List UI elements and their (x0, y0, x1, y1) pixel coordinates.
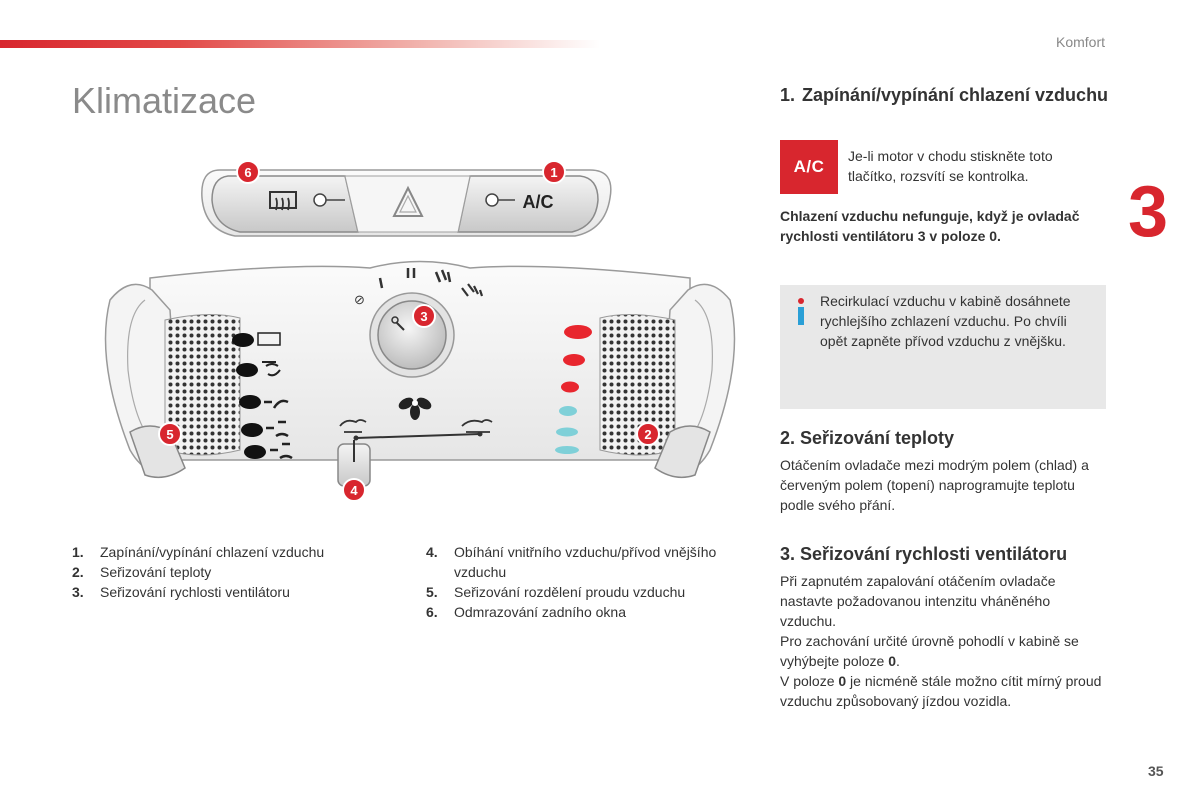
ac-badge: A/C (780, 140, 838, 194)
temperature-scale (555, 325, 592, 454)
section-1-warning: Chlazení vzduchu nefunguje, když je ovla… (780, 208, 1080, 244)
callout-6: 6 (236, 160, 260, 184)
rear-defrost-icon (269, 191, 297, 211)
svg-text:2: 2 (644, 427, 651, 442)
svg-text:1: 1 (550, 165, 557, 180)
button-strip: A/C (201, 169, 612, 237)
info-text: Recirkulací vzduchu v kabině dosáhnete r… (820, 293, 1071, 349)
info-box: Recirkulací vzduchu v kabině dosáhnete r… (780, 285, 1106, 409)
legend-right: 4.Obíhání vnitřního vzduchu/přívod vnějš… (426, 542, 756, 622)
legend-item: 4.Obíhání vnitřního vzduchu/přívod vnějš… (426, 544, 717, 580)
legend-item: 3.Seřizování rychlosti ventilátoru (72, 584, 290, 600)
legend-left: 1.Zapínání/vypínání chlazení vzduchu 2.S… (72, 542, 392, 602)
callout-1: 1 (542, 160, 566, 184)
svg-text:5: 5 (166, 427, 173, 442)
fan-icon (398, 397, 432, 420)
section-2-text: Otáčením ovladače mezi modrým polem (chl… (780, 457, 1089, 513)
section-1-heading: 1.Zapínání/vypínání chlazení vzduchu (780, 85, 1109, 105)
page-number: 35 (1148, 763, 1164, 779)
section-2-heading: 2. Seřizování teploty (780, 428, 955, 448)
section-3-paragraph: V poloze 0 je nicméně stále možno cítit … (780, 673, 1102, 709)
section-name: Komfort (1055, 34, 1105, 50)
header-accent-bar (0, 40, 600, 48)
info-icon (798, 298, 804, 325)
legend-item: 2.Seřizování teploty (72, 564, 212, 580)
callout-5: 5 (158, 422, 182, 446)
legend-item: 6.Odmrazování zadního okna (426, 604, 626, 620)
page-title: Klimatizace (72, 80, 257, 121)
svg-text:4: 4 (350, 483, 358, 498)
legend-item: 1.Zapínání/vypínání chlazení vzduchu (72, 544, 325, 560)
section-3-text: Při zapnutém zapalování otáčením ovladač… (780, 571, 1110, 711)
svg-text:3: 3 (420, 309, 427, 324)
ac-button-label: A/C (523, 192, 554, 212)
callout-3: 3 (412, 304, 436, 328)
section-3-paragraph: Pro zachování určité úrovně pohodlí v ka… (780, 633, 1079, 669)
callout-2: 2 (636, 422, 660, 446)
legend-item: 5.Seřizování rozdělení proudu vzduchu (426, 584, 686, 600)
section-3-heading: 3. Seřizování rychlosti ventilátoru (780, 544, 1068, 564)
svg-text:⊘: ⊘ (354, 292, 365, 307)
section-1-text: Je-li motor v chodu stiskněte toto tlačí… (848, 148, 1053, 184)
recirculation-slider (337, 419, 493, 487)
air-distribution-icons (232, 332, 293, 460)
chapter-number: 3 (1128, 172, 1169, 252)
section-3-paragraph: Při zapnutém zapalování otáčením ovladač… (780, 573, 1056, 629)
callout-4: 4 (342, 478, 366, 502)
climate-panel-diagram: A/C ⊘ (90, 150, 750, 520)
svg-text:6: 6 (244, 165, 251, 180)
